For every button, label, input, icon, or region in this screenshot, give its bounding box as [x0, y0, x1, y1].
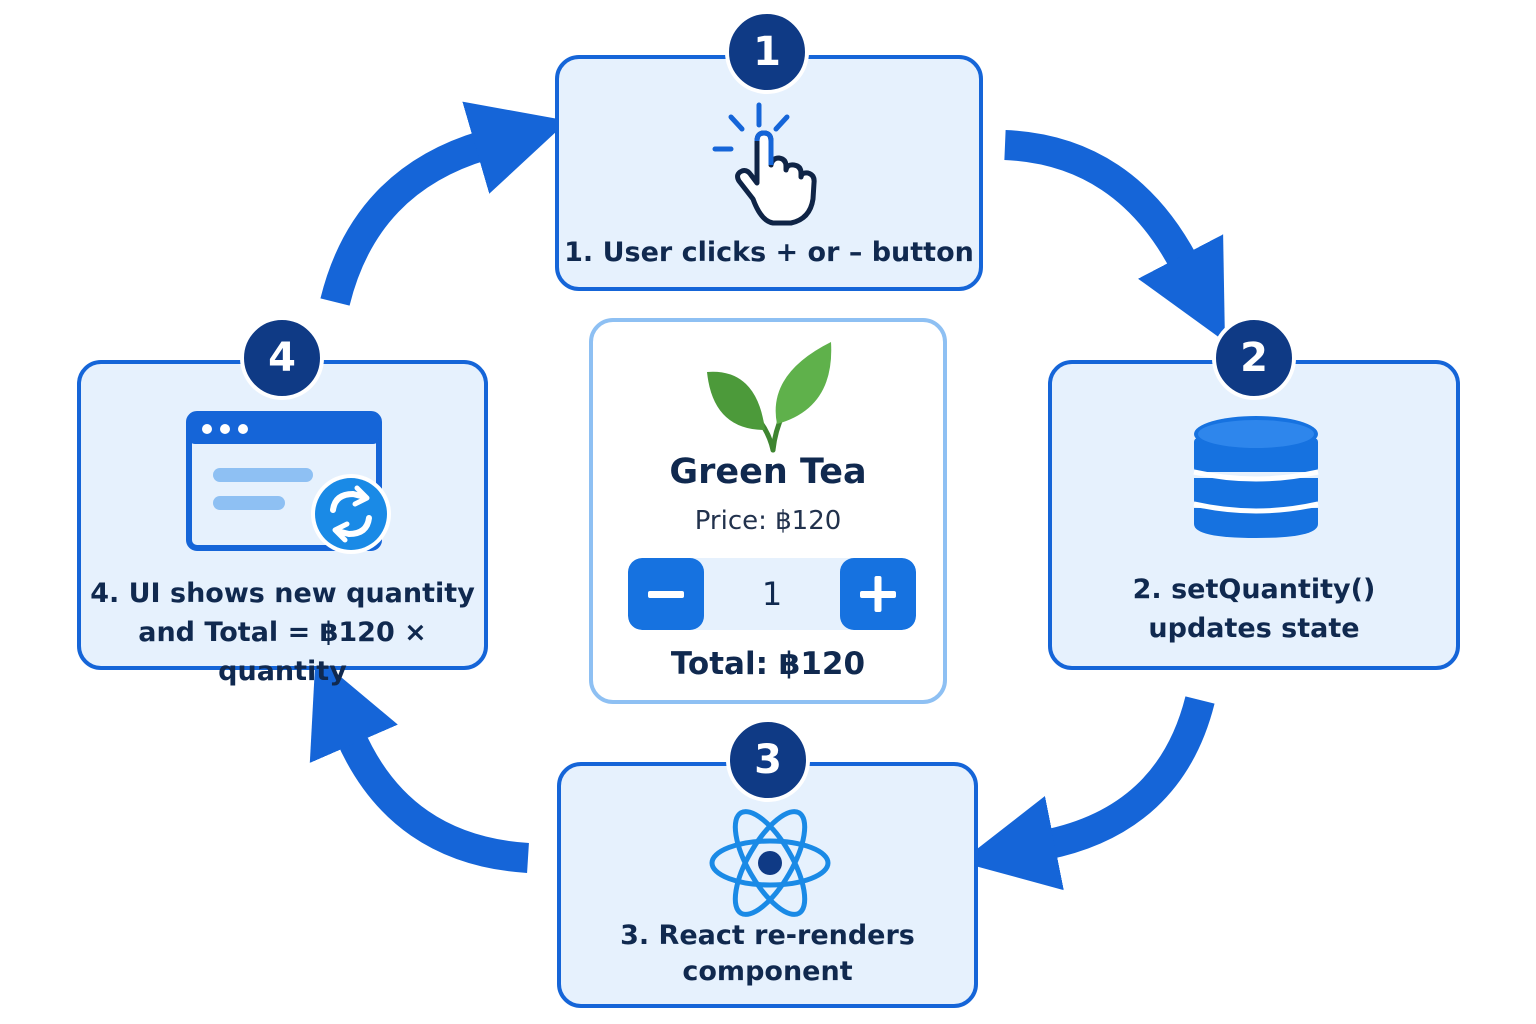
step-2-label: 2. setQuantity() updates state [1132, 574, 1376, 644]
arrow-step3-to-step4 [309, 655, 530, 873]
pointer-click-icon [712, 102, 817, 226]
increment-button[interactable] [840, 558, 916, 630]
product-total: Total: ฿120 [670, 646, 866, 682]
plus-icon [860, 576, 896, 612]
arrow-step1-to-step2 [1004, 130, 1225, 342]
step-2-badge: 2 [1212, 316, 1296, 400]
step-1-badge: 1 [725, 10, 809, 94]
quantity-stepper: 1 [628, 558, 916, 630]
step-4-badge: 4 [240, 316, 324, 400]
quantity-value: 1 [761, 575, 783, 613]
decrement-button[interactable] [628, 558, 704, 630]
arrow-step2-to-step3 [960, 696, 1215, 891]
step-1-label: 1. User clicks + or – button [564, 237, 974, 268]
product-card: Green Tea Price: ฿120 1 Total: ฿120 [589, 318, 947, 704]
step-3-panel: 3. React re-renders component [557, 762, 978, 1008]
arrow-step4-to-step1 [320, 101, 568, 306]
minus-icon [648, 591, 684, 598]
leaf-icon [707, 342, 832, 453]
step-1-panel: 1. User clicks + or – button [555, 55, 983, 291]
product-price: Price: ฿120 [694, 506, 842, 536]
step-3-label: 3. React re-renders component [620, 920, 915, 987]
step-2-panel: 2. setQuantity() updates state [1048, 360, 1460, 670]
step-4-label: 4. UI shows new quantity and Total = ฿12… [90, 578, 475, 687]
browser-refresh-icon [186, 411, 391, 554]
step-4-panel: 4. UI shows new quantity and Total = ฿12… [77, 360, 488, 687]
product-name: Green Tea [669, 452, 867, 492]
react-atom-icon [709, 809, 831, 917]
database-icon [1193, 416, 1319, 538]
step-3-badge: 3 [726, 718, 810, 802]
